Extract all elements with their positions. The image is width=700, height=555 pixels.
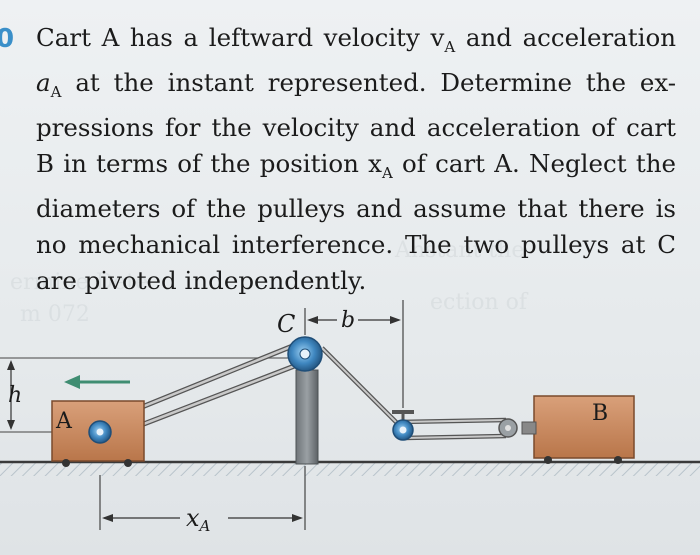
b-arrow-right xyxy=(390,316,401,324)
cart-a-wheel-right xyxy=(124,459,132,467)
rope-to-b-upper-core xyxy=(399,419,507,423)
cart-b-wheel-right xyxy=(614,456,622,464)
xa-arrow-right xyxy=(292,514,303,522)
cart-b-hitch xyxy=(521,421,537,435)
c-label: C xyxy=(277,310,295,338)
b-arrow-left xyxy=(307,316,318,324)
pulley-bracket-top xyxy=(392,410,414,414)
cart-a-wheel-left xyxy=(62,459,70,467)
problem-line-7: are pivoted independently. xyxy=(36,265,367,295)
cart-b-label: B xyxy=(592,401,608,426)
h-arrow-down xyxy=(7,420,15,430)
pulley-post xyxy=(295,369,319,465)
b-label: b xyxy=(341,308,355,333)
problem-line-2: aA at the instant represented. Determine… xyxy=(36,67,676,101)
h-arrow-up xyxy=(7,360,15,370)
cart-a-label: A xyxy=(55,409,73,434)
pulley-c-axle xyxy=(299,348,311,360)
xa-label: xA xyxy=(186,504,211,535)
cart-b xyxy=(533,395,635,459)
problem-statement: Cart A has a leftward velocity v​A and a… xyxy=(36,20,676,299)
cart-b-wheel-left xyxy=(544,456,552,464)
rope-c-to-pulley-core xyxy=(321,347,401,427)
cart-b-hook-center xyxy=(505,425,511,431)
lower-pulley-axle xyxy=(399,426,407,434)
velocity-arrow-head xyxy=(64,375,80,389)
problem-line-3: pressions for the velocity and accelerat… xyxy=(36,112,676,142)
ground-hatching xyxy=(0,462,700,476)
rope-to-b-lower-core xyxy=(403,435,507,439)
problem-line-5: diameters of the pulleys and assume that… xyxy=(36,193,676,223)
problem-line-6: no mechanical interference. The two pull… xyxy=(36,229,676,259)
h-label: h xyxy=(8,383,22,408)
xa-arrow-left xyxy=(102,514,113,522)
problem-number: 0 xyxy=(0,24,15,54)
cart-a-pulley-axle xyxy=(96,428,104,436)
problem-line-4: B in terms of the position xA of cart A.… xyxy=(36,148,676,182)
problem-line-1: Cart A has a leftward velocity v​A and a… xyxy=(36,23,676,56)
